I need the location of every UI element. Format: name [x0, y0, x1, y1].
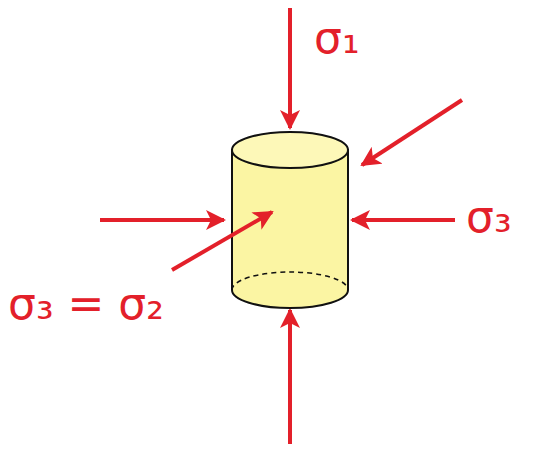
sigma-equality-label: σ₃ = σ₂ [8, 280, 164, 328]
sigma2-arrow-front [172, 212, 272, 270]
sigma3-arrow-right [352, 218, 455, 222]
sigma1-label: σ₁ [314, 14, 360, 62]
sigma3-arrow-left [100, 218, 224, 222]
sigma1-arrow-bottom [288, 310, 292, 444]
sigma1-arrow-top [288, 8, 292, 128]
rock-cylinder [232, 132, 348, 308]
sigma2-arrow-back [362, 100, 462, 165]
sigma3-label: σ₃ [466, 193, 512, 241]
